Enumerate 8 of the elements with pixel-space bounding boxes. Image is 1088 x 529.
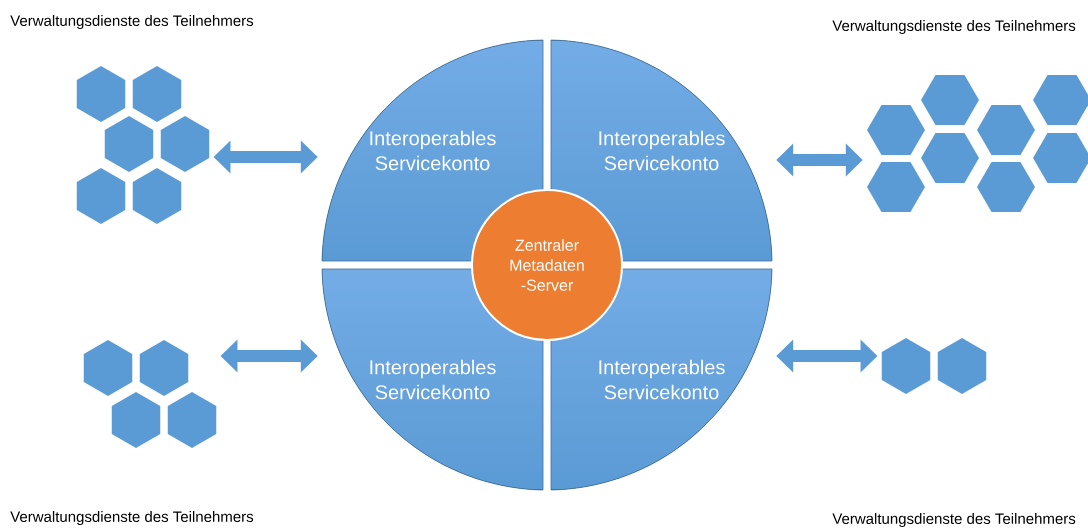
group-caption: Verwaltungsdienste des Teilnehmers (832, 20, 1076, 34)
hexagon-cluster (867, 74, 1088, 213)
hexagon-cluster (76, 66, 210, 224)
hexagon-cluster (881, 338, 987, 394)
group-caption: Verwaltungsdienste des Teilnehmers (832, 513, 1076, 527)
hexagon-cluster (83, 340, 217, 448)
group-caption: Verwaltungsdienste des Teilnehmers (10, 15, 254, 29)
group-caption: Verwaltungsdienste des Teilnehmers (10, 511, 254, 525)
